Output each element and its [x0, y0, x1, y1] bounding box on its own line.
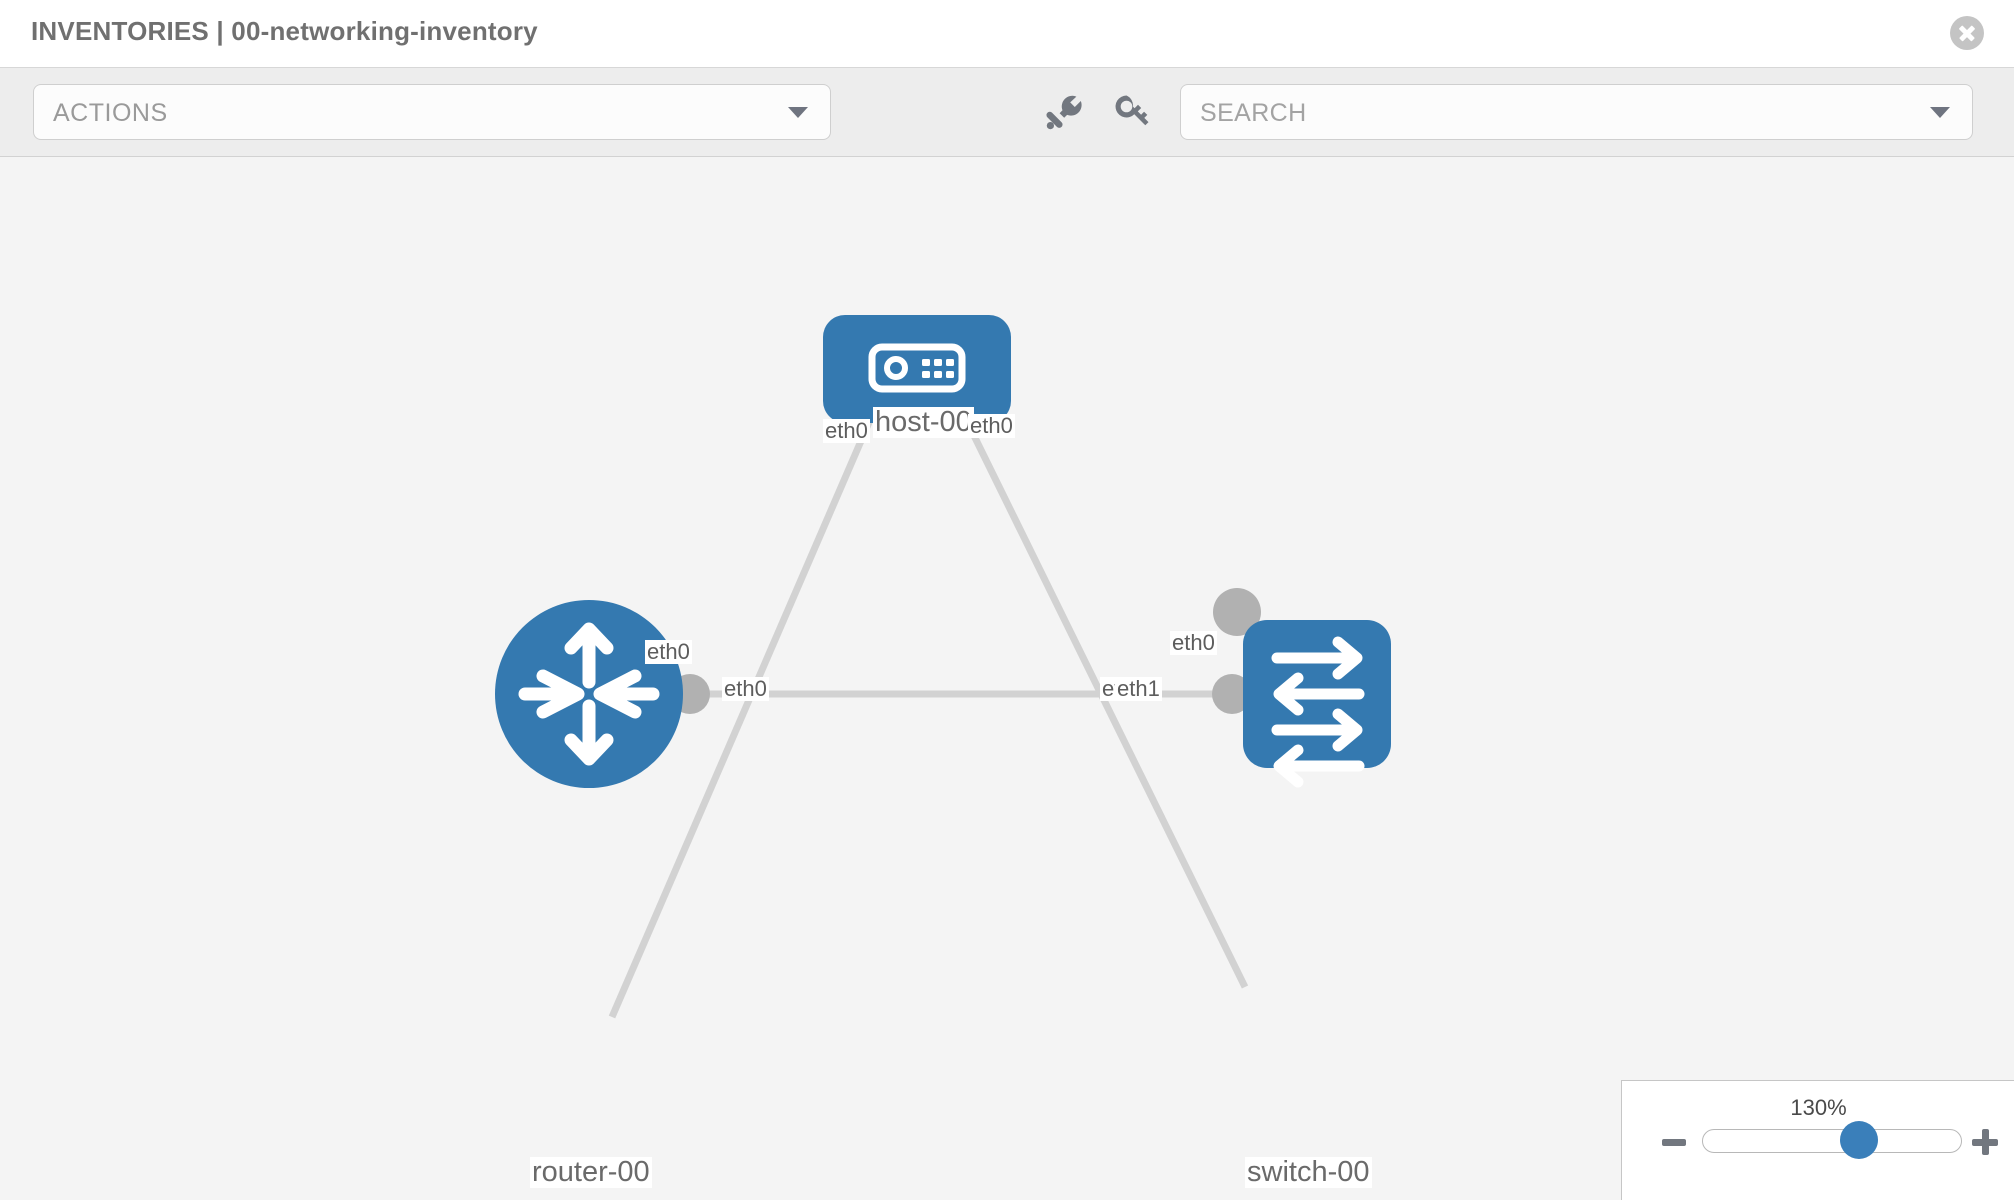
port-switch-top[interactable] — [1213, 588, 1261, 636]
chevron-down-icon — [1930, 107, 1950, 118]
actions-dropdown-label: ACTIONS — [53, 99, 168, 127]
node-router-00[interactable] — [495, 600, 683, 788]
page-header: INVENTORIES | 00-networking-inventory — [0, 0, 2014, 68]
node-label-switch-00: switch-00 — [1245, 1156, 1372, 1189]
port-label-router-up: eth0 — [645, 639, 692, 664]
plus-icon-stroke-v — [1981, 1129, 1989, 1155]
port-label-router-right: eth0 — [722, 676, 769, 701]
link-host-router[interactable] — [608, 395, 884, 1019]
node-host-00[interactable] — [823, 315, 1011, 423]
key-icon[interactable] — [1108, 88, 1156, 136]
zoom-control-panel: 130% — [1621, 1080, 2014, 1200]
toolbar: ACTIONS SEARCH — [0, 68, 2014, 157]
router-arrows-icon — [518, 622, 660, 766]
node-label-router-00: router-00 — [530, 1156, 652, 1189]
port-label-switch-up: eth0 — [1170, 630, 1217, 655]
port-label-host-left: eth0 — [823, 418, 870, 443]
search-input-placeholder: SEARCH — [1200, 99, 1307, 127]
minus-icon[interactable] — [1662, 1139, 1686, 1146]
node-host-00-shape[interactable] — [823, 315, 1011, 423]
port-switch-left[interactable] — [1212, 674, 1252, 714]
topology-canvas[interactable]: host-00 router-00 switch-00 eth0 eth0 et… — [0, 157, 2014, 1200]
port-label-switch-left-b: eth1 — [1115, 676, 1162, 701]
actions-dropdown[interactable]: ACTIONS — [33, 84, 831, 140]
port-label-host-right: eth0 — [968, 413, 1015, 438]
close-icon[interactable] — [1950, 16, 1984, 50]
node-switch-00[interactable] — [1243, 620, 1391, 788]
topology-graph — [495, 315, 1391, 1019]
topology-links — [608, 395, 1249, 1019]
switch-arrows-icon — [1271, 636, 1365, 788]
zoom-slider-thumb[interactable] — [1839, 1121, 1878, 1159]
server-icon — [868, 343, 966, 393]
plus-icon[interactable] — [1972, 1129, 1998, 1155]
chevron-down-icon — [788, 107, 808, 118]
node-router-00-shape[interactable] — [495, 600, 683, 788]
zoom-slider-track[interactable] — [1702, 1129, 1962, 1153]
page-title: INVENTORIES | 00-networking-inventory — [31, 16, 538, 46]
search-input[interactable]: SEARCH — [1180, 84, 1973, 140]
zoom-level-value: 130% — [1790, 1095, 1847, 1120]
wrench-icon[interactable] — [1040, 88, 1088, 136]
node-label-host-00: host-00 — [873, 406, 974, 439]
